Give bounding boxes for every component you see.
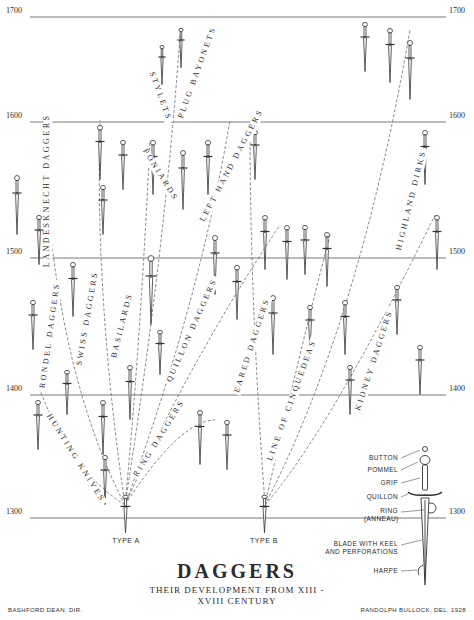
type-label: TYPE A (112, 537, 140, 545)
type-label: TYPE B (250, 537, 278, 545)
year-label: 1400 (6, 385, 22, 394)
year-label: 1600 (6, 112, 22, 121)
part-name: QUILLON (338, 493, 398, 501)
lineage-label: BASILARDS (109, 290, 135, 361)
part-name: RING (ANNEAU) (364, 507, 398, 523)
lineage-label: SWISS DAGGERS (75, 268, 101, 368)
lineage-label: PLUG BAYONETS (177, 23, 220, 121)
year-label: 1500 (449, 248, 465, 257)
year-label: 1300 (6, 508, 22, 517)
century-lines (30, 17, 446, 518)
lineage-label: RING DAGGERS (132, 396, 189, 480)
year-label: 1300 (449, 508, 465, 517)
year-label: 1700 (449, 7, 465, 16)
lineage-curves (40, 30, 435, 505)
lineage-label: PONIARDS (139, 146, 180, 205)
diagram-title: DAGGERS (177, 560, 297, 582)
credit-line: BASHFORD DEAN, DIR. (8, 607, 83, 614)
part-name: POMMEL (338, 466, 398, 474)
lineage-label: LANDESKNECHT DAGGERS (44, 111, 53, 269)
part-name: BUTTON (338, 454, 398, 462)
year-label: 1700 (6, 7, 22, 16)
lineage-label: RONDEL DAGGERS (38, 279, 62, 390)
part-name: GRIP (338, 479, 398, 487)
part-name: BLADE WITH KEEL AND PERFORATIONS (318, 540, 398, 556)
credit-line: RANDOLPH BULLOCK, DEL. 1928 (360, 607, 466, 614)
lineage-label: KIDNEY DAGGERS (354, 307, 396, 414)
lineage-label: LINE OF CINQUEDEAS (265, 336, 319, 464)
lineage-label: EARED DAGGERS (232, 295, 272, 396)
anatomy-dagger (408, 447, 442, 586)
dagger-figures (13, 22, 442, 532)
lineage-label: QUILLON DAGGERS (164, 275, 220, 385)
year-label: 1500 (6, 248, 22, 257)
leader-lines (401, 450, 424, 571)
lineage-label: STYLETS (146, 68, 173, 123)
lineage-label: HUNTING KNIVES (43, 410, 107, 505)
year-label: 1400 (449, 385, 465, 394)
part-name: HARPE (338, 567, 398, 575)
diagram-caption: THEIR DEVELOPMENT FROM XIII - XVIII CENT… (147, 585, 327, 608)
year-label: 1600 (449, 112, 465, 121)
